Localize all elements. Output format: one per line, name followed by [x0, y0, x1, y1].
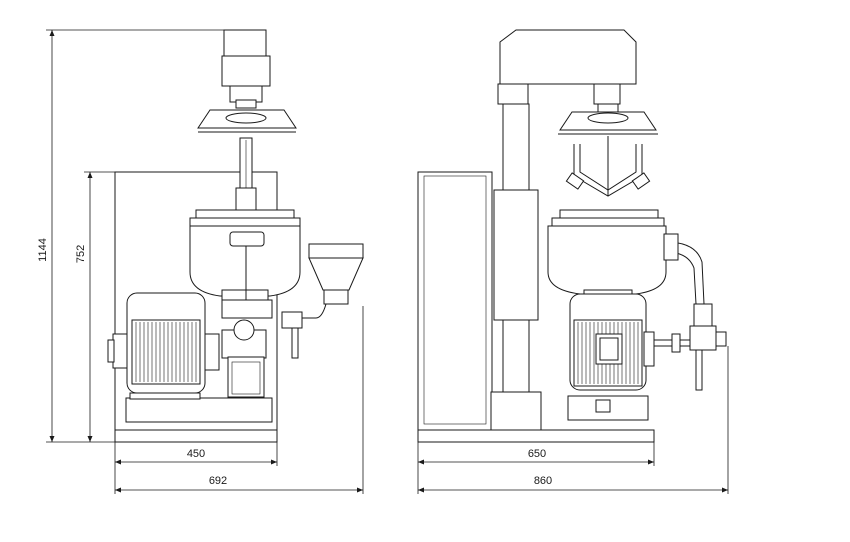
- dim-right-overall-width-label: 860: [534, 475, 552, 487]
- dimension-arrowhead: [357, 487, 363, 493]
- dim-frame-height-label: 752: [75, 245, 87, 263]
- left-motor-base: [125, 397, 273, 423]
- dimension-arrowhead: [271, 459, 277, 465]
- right-motor: [567, 293, 655, 421]
- right-base-plate: [417, 429, 655, 443]
- dimension-arrowhead: [49, 30, 55, 36]
- dimension-arrowhead: [418, 459, 424, 465]
- left-vessel: [189, 209, 301, 301]
- left-base-plate: [114, 429, 278, 443]
- dimension-arrowhead: [115, 459, 121, 465]
- dim-overall-height-label: 1144: [37, 238, 49, 262]
- dim-left-base-width-label: 450: [187, 448, 205, 460]
- left-pump-body: [227, 356, 265, 398]
- left-pipe-clamp: [229, 231, 265, 247]
- left-valve-block: [221, 299, 273, 319]
- dimension-arrowhead: [648, 459, 654, 465]
- dimension-arrowhead: [87, 172, 93, 178]
- right-valve: [654, 303, 727, 391]
- right-agitator: [565, 136, 651, 197]
- right-column-base: [490, 391, 542, 431]
- left-motor: [107, 292, 220, 394]
- dimension-arrows: [49, 30, 728, 493]
- left-motor-feet: [129, 392, 201, 400]
- left-view: 1144 752 450 692: [37, 29, 364, 494]
- dimension-arrowhead: [49, 436, 55, 442]
- dimension-arrowhead: [722, 487, 728, 493]
- dimension-arrowhead: [115, 487, 121, 493]
- right-top-head: [497, 29, 658, 135]
- left-top-drive: [197, 29, 297, 133]
- dimension-arrowhead: [418, 487, 424, 493]
- right-dim-lines: [417, 346, 729, 494]
- dimension-arrowhead: [87, 436, 93, 442]
- right-view: 650 860: [417, 29, 729, 494]
- right-vessel: [547, 209, 667, 299]
- right-back-panel: [417, 171, 493, 431]
- left-hopper: [281, 243, 364, 359]
- dim-right-base-width-label: 650: [528, 448, 546, 460]
- dim-left-overall-width-label: 692: [209, 475, 227, 487]
